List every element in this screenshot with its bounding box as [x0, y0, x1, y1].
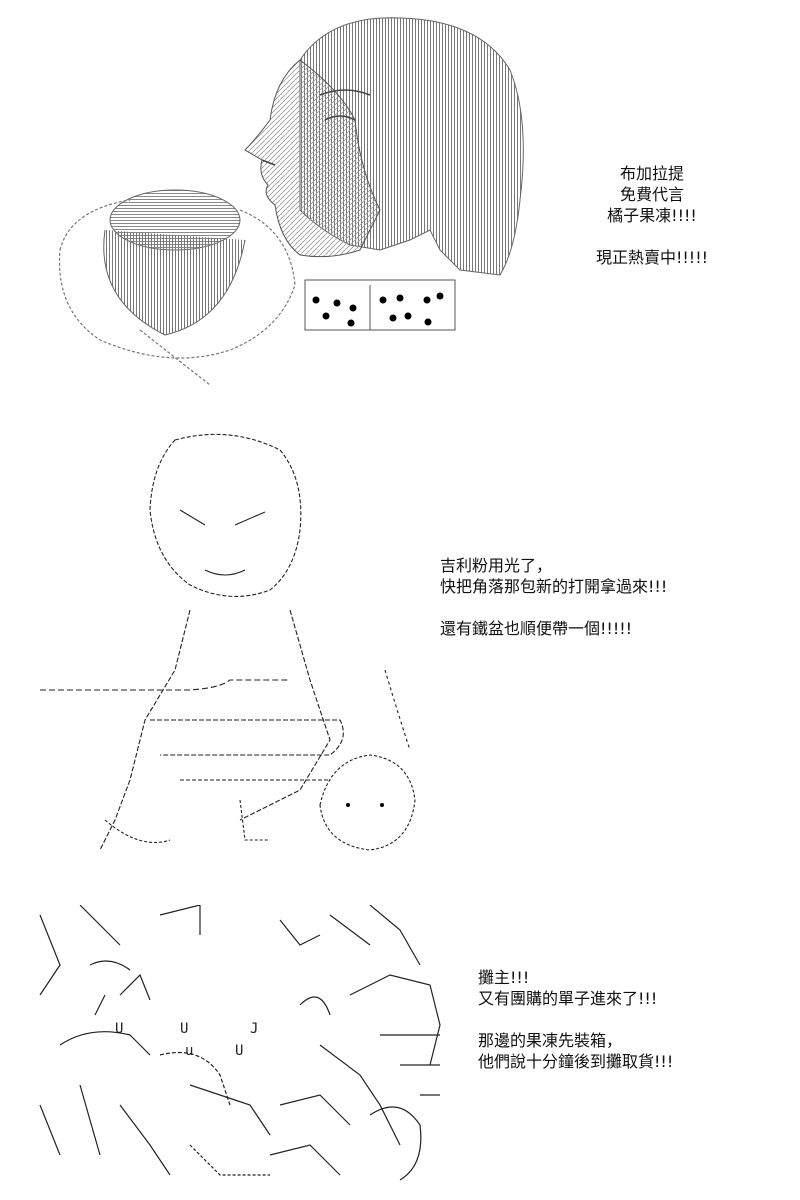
- caption-line: 還有鐵盆也順便帶一個!!!!!: [440, 619, 633, 638]
- collar-shape: [304, 279, 456, 331]
- jelly-blob: [319, 754, 416, 851]
- caption-line: 攤主!!!: [478, 968, 530, 987]
- face-shape: [244, 59, 381, 258]
- caption-line: 布加拉提: [619, 164, 684, 183]
- caption-line: 橘子果凍!!!!: [607, 206, 697, 225]
- shirt-dots: [312, 292, 444, 327]
- vendor-characters-illustration: U U J u U: [39, 905, 441, 1181]
- jelly-advertisement-illustration: [58, 17, 524, 386]
- right-figure-head: [279, 905, 421, 966]
- caption-gap: [478, 1009, 778, 1030]
- cook-character-illustration: [40, 433, 416, 851]
- caption-line: 吉利粉用光了，: [440, 556, 553, 575]
- bowl-rim: [58, 199, 296, 359]
- jelly-bowl: [103, 229, 246, 336]
- svg-text:J: J: [250, 1021, 258, 1037]
- panel-1: 布加拉提 免費代言 橘子果凍!!!! 現正熱賣中!!!!!: [0, 0, 800, 390]
- svg-text:u: u: [185, 1043, 193, 1059]
- caption-line: 快把角落那包新的打開拿過來!!!: [440, 577, 668, 596]
- panel-1-caption: 布加拉提 免費代言 橘子果凍!!!! 現正熱賣中!!!!!: [582, 163, 722, 268]
- svg-text:U: U: [235, 1043, 243, 1059]
- character-arm: [40, 679, 290, 691]
- character-body: [99, 609, 191, 851]
- caption-line: 他們說十分鐘後到攤取貨!!!: [478, 1052, 674, 1071]
- svg-text:U: U: [180, 1021, 188, 1037]
- svg-text:U: U: [115, 1021, 123, 1037]
- caption-line: 又有團購的單子進來了!!!: [478, 989, 658, 1008]
- panel-3: U U J u U 攤主!!! 又有團購的單子進來了!!! 那邊的果凍先裝箱， …: [0, 900, 800, 1200]
- caption-line: 免費代言: [619, 185, 684, 204]
- panel-2: 吉利粉用光了， 快把角落那包新的打開拿過來!!! 還有鐵盆也順便帶一個!!!!!: [0, 420, 800, 880]
- caption-gap: [582, 226, 722, 247]
- left-figure-head: [39, 905, 201, 996]
- panel-3-caption: 攤主!!! 又有團購的單子進來了!!! 那邊的果凍先裝箱， 他們說十分鐘後到攤取…: [478, 967, 778, 1072]
- caption-gap: [440, 597, 740, 618]
- caption-line: 現正熱賣中!!!!!: [595, 248, 709, 267]
- caption-line: 那邊的果凍先裝箱，: [478, 1031, 623, 1050]
- panel-2-caption: 吉利粉用光了， 快把角落那包新的打開拿過來!!! 還有鐵盆也順便帶一個!!!!!: [440, 555, 740, 639]
- character-head: [149, 433, 302, 597]
